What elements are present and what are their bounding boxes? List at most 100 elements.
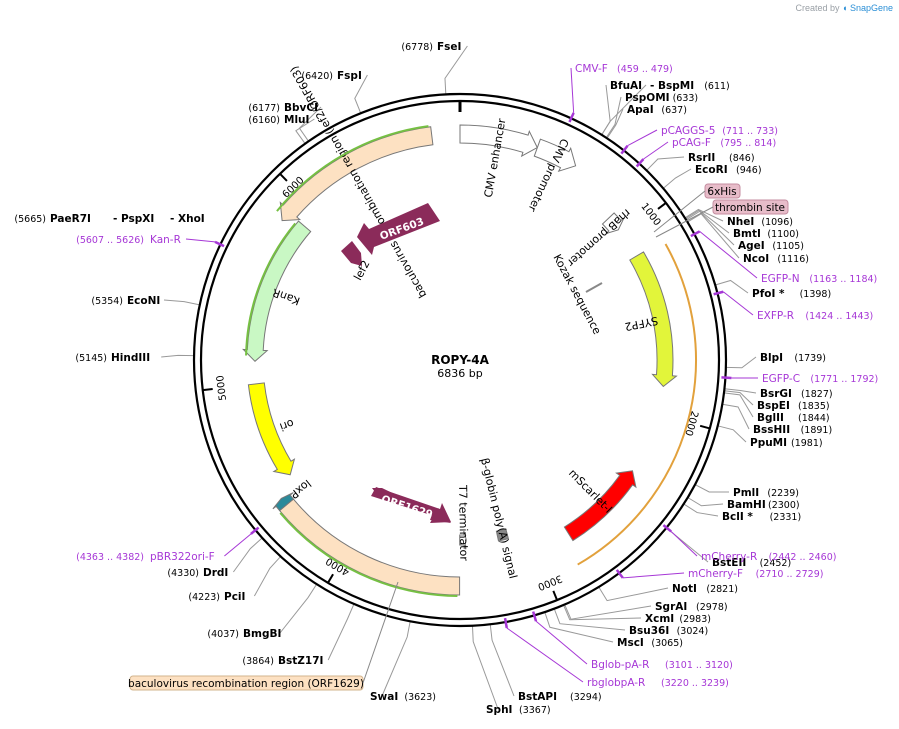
site-bmti[interactable]: BmtI(1100) — [733, 228, 799, 240]
primer-pos-mcherry-f: (2710 .. 2729) — [756, 569, 824, 580]
site-bglii[interactable]: BglII(1844) — [757, 412, 830, 424]
site-name-sgrai: SgrAI — [655, 601, 687, 613]
site-ecori[interactable]: EcoRI(946) — [695, 164, 762, 176]
primer-exfp-r[interactable]: EXFP-R(1424 .. 1443) — [757, 310, 873, 322]
site-bstapi[interactable]: BstAPI(3294) — [518, 691, 602, 703]
site-pos-bsrgi: (1827) — [801, 389, 833, 400]
site-name-bmgbi: BmgBI — [243, 628, 281, 640]
primer-mcherry-f[interactable]: mCherry-F(2710 .. 2729) — [688, 568, 823, 580]
feature-t7-terminator[interactable]: T7 terminator — [456, 484, 470, 561]
feature-syfp2[interactable]: SYFP2 — [624, 251, 678, 388]
site-pspomi[interactable]: PspOMI(633) — [625, 92, 698, 104]
orf1629-region-box[interactable]: baculovirus recombination region (ORF162… — [128, 581, 399, 691]
site-apai[interactable]: ApaI(637) — [627, 104, 687, 116]
site-pspxi[interactable]: - PspXI — [113, 213, 154, 225]
primer-pos-egfp-n: (1163 .. 1184) — [809, 274, 877, 285]
primer-pcaggs-5[interactable]: pCAGGS-5(711 .. 733) — [661, 125, 778, 137]
site-bamhi[interactable]: BamHI(2300) — [727, 499, 800, 511]
primer-bglob-pa-r[interactable]: Bglob-pA-R(3101 .. 3120) — [591, 659, 733, 671]
site-name-ppumi: PpuMI — [750, 437, 787, 449]
site-bsu36i[interactable]: Bsu36I(3024) — [629, 625, 708, 637]
site-bsteii[interactable]: BstEII(2452) — [712, 557, 791, 569]
site-sphi[interactable]: SphI(3367) — [486, 704, 551, 716]
orf1629-label: ORF1629 — [380, 493, 435, 521]
site-pos-pspomi: (633) — [673, 93, 699, 104]
site-pos-bspei: (1835) — [798, 401, 830, 412]
site-pfoi[interactable]: PfoI *(1398) — [752, 288, 831, 300]
site-name-bspmi: - BspMI — [650, 80, 694, 92]
site-bbvci[interactable]: BbvCI(6177) — [248, 102, 318, 114]
primer-pos-exfp-r: (1424 .. 1443) — [805, 311, 873, 322]
primer-rbglobpa-r[interactable]: rbglobpA-R(3220 .. 3239) — [587, 677, 729, 689]
site-econi[interactable]: EcoNI(5354) — [91, 295, 160, 307]
site-name-ncoi: NcoI — [743, 253, 769, 265]
site-ncoi[interactable]: NcoI(1116) — [743, 253, 809, 265]
feature-ori[interactable]: ori — [247, 382, 296, 476]
site-pos-bsshii: (1891) — [801, 425, 833, 436]
site-fspi[interactable]: FspI(6420) — [301, 70, 361, 82]
tag-thrombin[interactable]: thrombin site — [655, 199, 789, 238]
site-noti[interactable]: NotI(2821) — [672, 583, 738, 595]
site-ppumi[interactable]: PpuMI(1981) — [750, 437, 823, 449]
site-pos-fsei: (6778) — [401, 42, 433, 53]
primer-pos-pcaggs-5: (711 .. 733) — [722, 126, 778, 137]
site-swai[interactable]: SwaI(3623) — [370, 691, 436, 703]
orf1629-arrow[interactable]: ORF1629 — [371, 487, 451, 523]
site-name-bstz17i: BstZ17I — [278, 655, 323, 667]
primer-name-egfp-c: EGFP-C — [762, 373, 800, 385]
primer-mcherry-r[interactable]: mCherry-R(2442 .. 2460) — [701, 551, 836, 563]
primer-mark-egfp-c — [721, 376, 732, 380]
site-nhei[interactable]: NheI(1096) — [727, 216, 793, 228]
site-bcli[interactable]: BclI *(2331) — [722, 511, 801, 523]
site-drdi[interactable]: DrdI(4330) — [167, 567, 228, 579]
plasmid-size: 6836 bp — [437, 367, 482, 380]
site-bspmi[interactable]: - BspMI(611) — [650, 80, 730, 92]
primer-pbr322ori-f[interactable]: pBR322ori-F(4363 .. 4382) — [76, 551, 215, 563]
site-pcii[interactable]: PciI(4223) — [188, 591, 245, 603]
site-bfuai[interactable]: BfuAI — [610, 80, 642, 92]
site-bmgbi[interactable]: BmgBI(4037) — [207, 628, 281, 640]
site-pos-fspi: (6420) — [301, 71, 333, 82]
primer-mark-exfp-r — [713, 290, 724, 296]
feature-cmv-enhancer[interactable]: CMV enhancer — [459, 117, 538, 199]
site-name-ecori: EcoRI — [695, 164, 728, 176]
site-hindiii[interactable]: HindIII(5145) — [75, 352, 150, 364]
site-agei[interactable]: AgeI(1105) — [738, 240, 804, 252]
plasmid-name: ROPY-4A — [431, 353, 489, 367]
site-pos-drdi: (4330) — [167, 568, 199, 579]
site-and-primer-labels: FseI(6778) FspI(6420) BbvCI(6177)MluI(6160… — [14, 41, 878, 716]
site-fsei[interactable]: FseI(6778) — [401, 41, 461, 53]
site-bsshii[interactable]: BssHII(1891) — [753, 424, 832, 436]
primer-cmv-f[interactable]: CMV-F(459 .. 479) — [575, 63, 673, 75]
site-paer7i[interactable]: PaeR7I(5665) — [14, 213, 91, 225]
site-name-msci: MscI — [617, 637, 644, 649]
site-pos-sphi: (3367) — [519, 705, 551, 716]
site-msci[interactable]: MscI(3065) — [617, 637, 683, 649]
site-bsrgi[interactable]: BsrGI(1827) — [760, 388, 833, 400]
primer-egfp-c[interactable]: EGFP-C(1771 .. 1792) — [762, 373, 878, 385]
primer-pcag-f[interactable]: pCAG-F(795 .. 814) — [672, 137, 776, 149]
site-leader-lines — [161, 45, 759, 710]
primer-name-mcherry-r: mCherry-R — [701, 551, 757, 563]
site-xhoi[interactable]: - XhoI — [170, 213, 205, 225]
primer-kan-r[interactable]: Kan-R(5607 .. 5626) — [76, 234, 181, 246]
site-blpi[interactable]: BlpI(1739) — [760, 352, 826, 364]
site-xcmi[interactable]: XcmI(2983) — [645, 613, 711, 625]
site-sgrai[interactable]: SgrAI(2978) — [655, 601, 728, 613]
site-pmli[interactable]: PmlI(2239) — [733, 487, 799, 499]
site-bstz17i[interactable]: BstZ17I(3864) — [242, 655, 323, 667]
credit-brand[interactable]: SnapGene — [849, 3, 893, 13]
site-bspei[interactable]: BspEI(1835) — [757, 400, 830, 412]
site-pos-blpi: (1739) — [794, 353, 826, 364]
primer-mark-cmv-f — [568, 112, 575, 123]
lef2-highlight-arc — [276, 125, 429, 212]
site-name-pfoi: PfoI * — [752, 288, 785, 300]
feature-kanr[interactable]: KanR — [242, 220, 312, 362]
site-mlui[interactable]: MluI(6160) — [248, 114, 309, 126]
tag-6xhis[interactable]: 6xHis — [653, 183, 741, 233]
primer-egfp-n[interactable]: EGFP-N(1163 .. 1184) — [761, 273, 877, 285]
site-rsrii[interactable]: RsrII(846) — [688, 152, 755, 164]
feature-rhab-promoter[interactable]: rhaB promoter — [564, 206, 633, 269]
feature-label-kanr: KanR — [270, 286, 301, 308]
feature-beta-globin-polya[interactable]: β-globin poly(A) signal — [478, 457, 520, 580]
